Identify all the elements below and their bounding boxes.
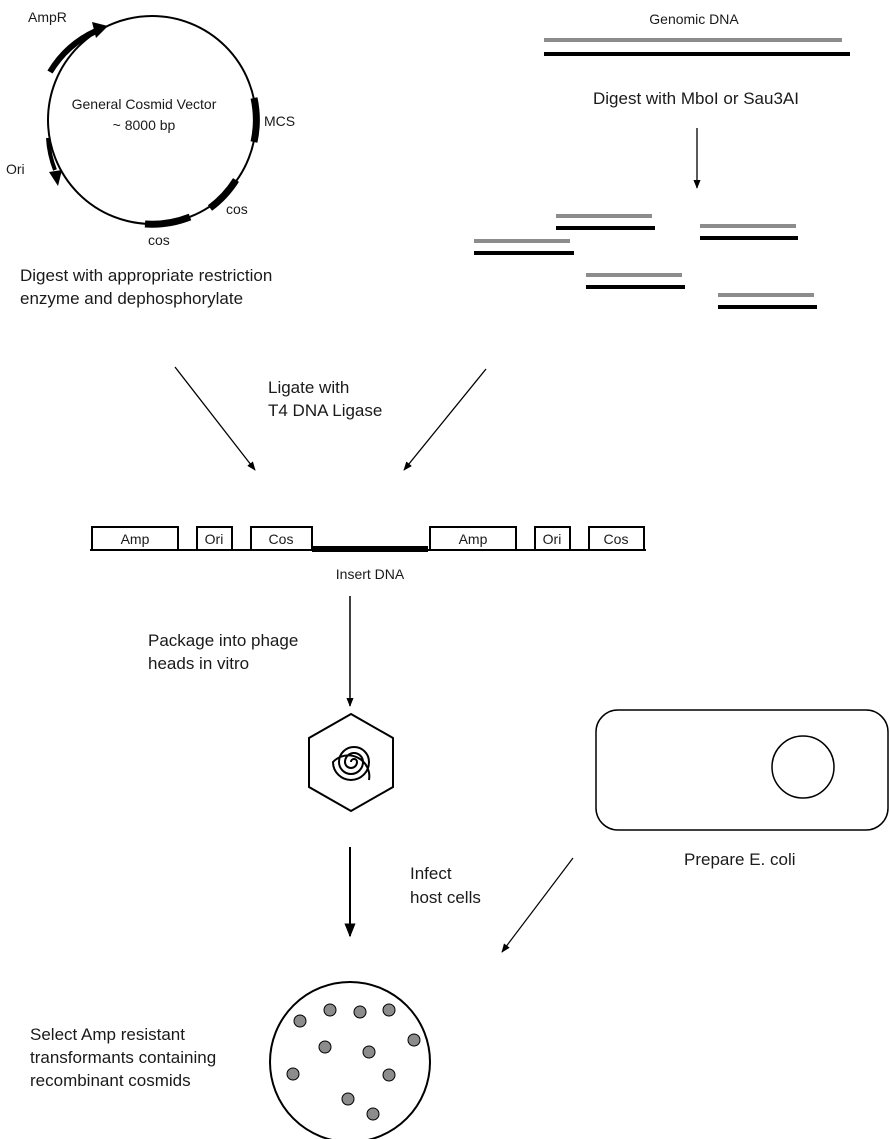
select-label-line1: Select Amp resistant [30, 1025, 185, 1044]
package-label-line1: Package into phage [148, 631, 298, 650]
label-ori: Ori [6, 161, 25, 177]
colony [382, 1068, 396, 1082]
ligated-construct: Amp Ori Cos Amp Ori Cos Insert DNA [90, 526, 646, 582]
label-mcs: MCS [264, 113, 295, 129]
genomic-dna-section: Genomic DNA Digest with MboI or Sau3AI [474, 11, 850, 309]
cos-right-block [207, 178, 239, 211]
segment-cos [588, 526, 645, 551]
dna-fragment [556, 214, 655, 230]
ligation-arrow-left [174, 366, 256, 471]
petri-dish [269, 981, 431, 1139]
colony [323, 1003, 337, 1017]
colony [407, 1033, 421, 1047]
segment-ori-label: Ori [205, 531, 224, 547]
genomic-dna-title: Genomic DNA [649, 11, 739, 27]
dna-fragment [700, 224, 798, 240]
ampr-arrowhead [92, 22, 108, 38]
ampr-gene-arc [47, 28, 98, 74]
segment-amp-label: Amp [459, 531, 488, 547]
segment-amp-label: Amp [121, 531, 150, 547]
plasmid-title-line1: General Cosmid Vector [72, 96, 217, 112]
infect-label-line1: Infect [410, 864, 452, 883]
colony [293, 1014, 307, 1028]
vector-digest-step-line2: enzyme and dephosphorylate [20, 289, 243, 308]
plasmid-title-line2: ~ 8000 bp [113, 117, 176, 133]
vector-digest-step-line1: Digest with appropriate restriction [20, 266, 272, 285]
colony [366, 1107, 380, 1121]
ligation-label-line2: T4 DNA Ligase [268, 401, 382, 420]
genomic-digest-step: Digest with MboI or Sau3AI [593, 89, 799, 108]
segment-cos-label: Cos [604, 531, 629, 547]
segment-ori-label: Ori [543, 531, 562, 547]
ecoli-arrow [501, 857, 574, 953]
dna-fragment [586, 273, 685, 289]
segment-amp [429, 526, 517, 551]
ecoli-section: Prepare E. coli [501, 709, 889, 953]
dna-fragment [474, 239, 574, 255]
mcs-block [250, 97, 260, 143]
ori-arc [46, 137, 57, 171]
select-label-line2: transformants containing [30, 1048, 216, 1067]
segment-cos-label: Cos [269, 531, 294, 547]
label-cos-right: cos [226, 201, 248, 217]
colony [362, 1045, 376, 1059]
segment-ori [196, 526, 233, 551]
label-cos-bottom: cos [148, 232, 170, 248]
selection-section: Select Amp resistant transformants conta… [30, 981, 431, 1139]
phage-head-icon [308, 712, 394, 813]
ori-arrowhead [49, 170, 62, 186]
segment-amp [91, 526, 179, 551]
colony [318, 1040, 332, 1054]
packaged-dna-spiral-icon [331, 746, 371, 781]
cos-bottom-block [144, 213, 192, 228]
segment-ori [534, 526, 571, 551]
infect-label-line2: host cells [410, 888, 481, 907]
colony [353, 1005, 367, 1019]
packaging-section: Package into phage heads in vitro [148, 596, 394, 813]
infection-section: Infect host cells [344, 847, 481, 938]
colony [382, 1003, 396, 1017]
cosmid-vector-plasmid: General Cosmid Vector ~ 8000 bp AmpR MCS… [6, 9, 295, 308]
select-label-line3: recombinant cosmids [30, 1071, 191, 1090]
ecoli-nucleoid-icon [771, 735, 835, 799]
package-label-line2: heads in vitro [148, 654, 249, 673]
ligation-label-line1: Ligate with [268, 378, 349, 397]
colony [341, 1092, 355, 1106]
dna-fragment [718, 293, 817, 309]
ecoli-label: Prepare E. coli [684, 850, 796, 869]
segment-cos [250, 526, 313, 551]
label-ampr: AmpR [28, 9, 67, 25]
ecoli-cell-icon [595, 709, 889, 831]
ligation-section: Ligate with T4 DNA Ligase [174, 366, 487, 471]
insert-dna-label: Insert DNA [336, 566, 405, 582]
ligation-arrow-right [403, 368, 487, 471]
colony [286, 1067, 300, 1081]
